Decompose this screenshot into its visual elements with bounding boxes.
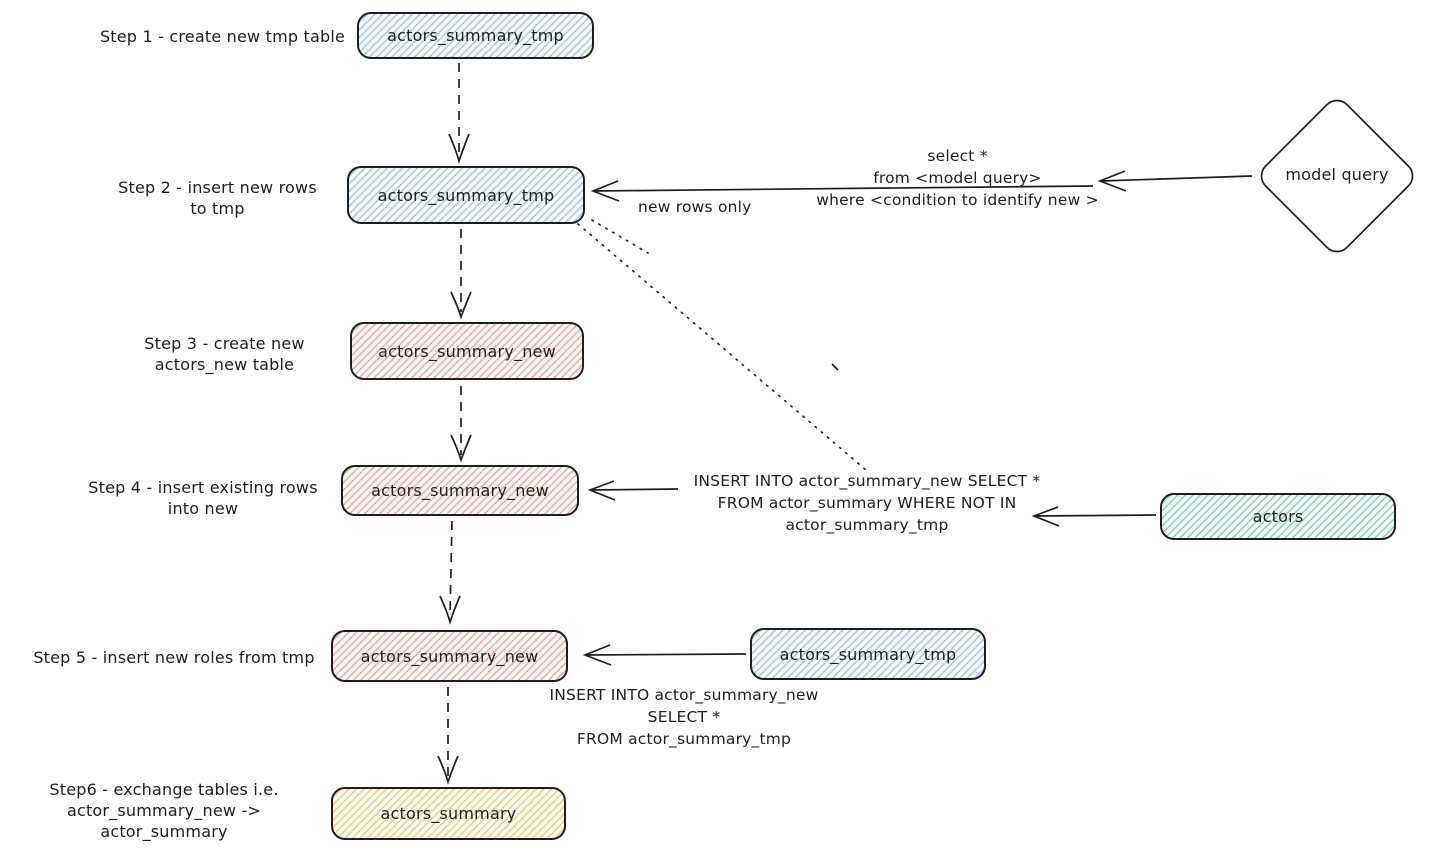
node-step5-actors-summary-new: actors_summary_new (331, 630, 568, 682)
node-step6-actors-summary: actors_summary (331, 787, 566, 840)
arrow-modelquery-select (1100, 175, 1253, 182)
node-actors: actors (1160, 493, 1396, 540)
node-step1-actors-summary-tmp: actors_summary_tmp (357, 12, 594, 59)
new-rows-only-label: new rows only (638, 198, 752, 216)
flow-arrows (437, 63, 472, 785)
node-label: actors_summary_new (371, 481, 549, 500)
arrow-actors-insert (1034, 514, 1157, 517)
dotted-step2-insert-2 (591, 219, 649, 254)
arrow-tmp-step5 (585, 653, 747, 656)
arrow-insert-step4 (590, 488, 679, 491)
step2-label: Step 2 - insert new rows to tmp (118, 178, 317, 218)
step3-label: Step 3 - create new actors_new table (144, 334, 305, 374)
step4-label: Step 4 - insert existing rows into new (88, 478, 318, 518)
arrow-step4-step5 (449, 520, 453, 618)
horizontal-arrows (582, 170, 1253, 666)
node-label: actors_summary_new (360, 646, 539, 666)
select-query-text: select * from <model query> where <condi… (816, 147, 1099, 209)
model-query-diamond (1260, 99, 1414, 253)
step6-label: Step6 - exchange tables i.e. actor_summa… (49, 780, 279, 841)
dotted-step2-insert (577, 223, 867, 471)
node-label: actors (1252, 507, 1304, 526)
node-label: actors_summary_tmp (377, 185, 555, 205)
model-query-label: model query (1285, 165, 1389, 184)
node-actors-summary-tmp-source: actors_summary_tmp (750, 628, 986, 680)
node-step4-actors-summary-new: actors_summary_new (341, 465, 579, 516)
stray-tick (831, 363, 839, 371)
node-label: actors_summary (380, 804, 517, 823)
node-label: actors_summary_tmp (387, 26, 564, 45)
node-step2-actors-summary-tmp: actors_summary_tmp (347, 166, 585, 224)
node-label: actors_summary_tmp (779, 644, 957, 664)
dotted-links (577, 219, 867, 471)
insert-from-tmp-text: INSERT INTO actor_summary_new SELECT * F… (549, 686, 819, 748)
insert-existing-text: INSERT INTO actor_summary_new SELECT * F… (693, 472, 1041, 534)
node-step3-actors-summary-new: actors_summary_new (350, 322, 584, 380)
step5-label: Step 5 - insert new roles from tmp (33, 648, 315, 667)
arrow-newrows-step2 (593, 185, 1094, 192)
step1-label: Step 1 - create new tmp table (99, 27, 346, 46)
node-label: actors_summary_new (378, 341, 556, 361)
